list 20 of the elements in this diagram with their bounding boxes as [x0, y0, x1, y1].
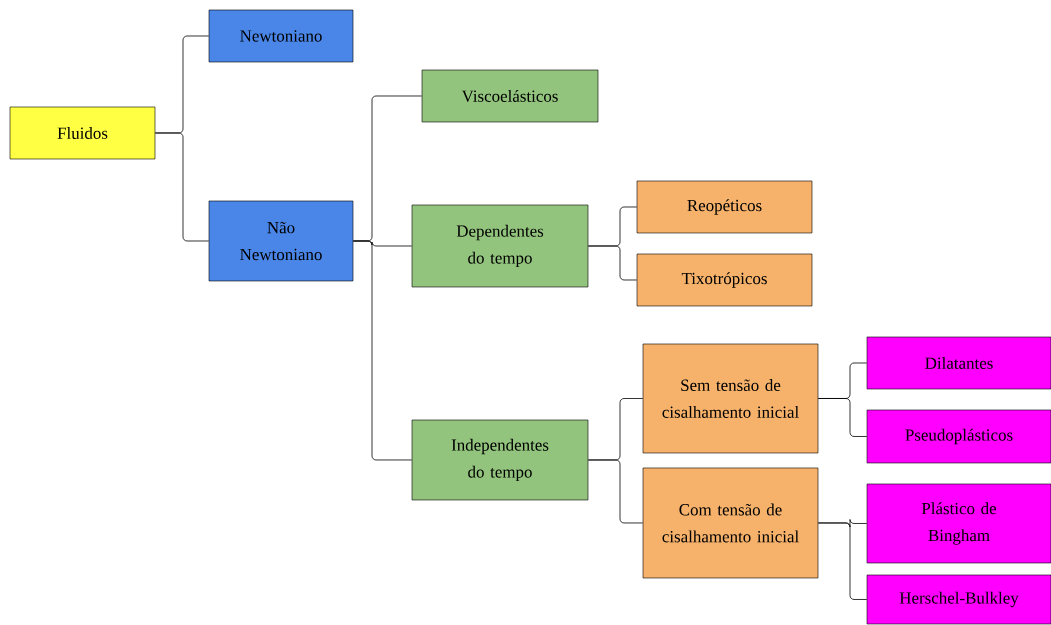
category-box: Reopéticos: [636, 180, 813, 234]
category-box: Viscoelásticos: [421, 69, 599, 123]
category-box: Plástico de Bingham: [866, 483, 1051, 564]
category-box: Newtoniano: [208, 9, 354, 63]
category-box: Herschel-Bulkley: [866, 574, 1051, 625]
category-box: Dependentes do tempo: [411, 204, 589, 288]
category-box: Dilatantes: [866, 336, 1051, 390]
connector-line: [587, 459, 644, 524]
category-box: Tixotrópicos: [636, 253, 813, 307]
connector-line: [817, 398, 868, 437]
connector-line: [817, 522, 868, 600]
category-box: Independentes do tempo: [411, 419, 589, 501]
category-box: Pseudoplásticos: [866, 409, 1051, 464]
connector-line: [352, 240, 413, 461]
category-box: Sem tensão de cisalhamento inicial: [642, 343, 819, 454]
connector-line: [154, 132, 210, 242]
connector-line: [587, 245, 638, 281]
category-box: Com tensão de cisalhamento inicial: [642, 467, 819, 579]
category-box: Fluidos: [9, 106, 156, 160]
category-box: Não Newtoniano: [208, 200, 354, 282]
